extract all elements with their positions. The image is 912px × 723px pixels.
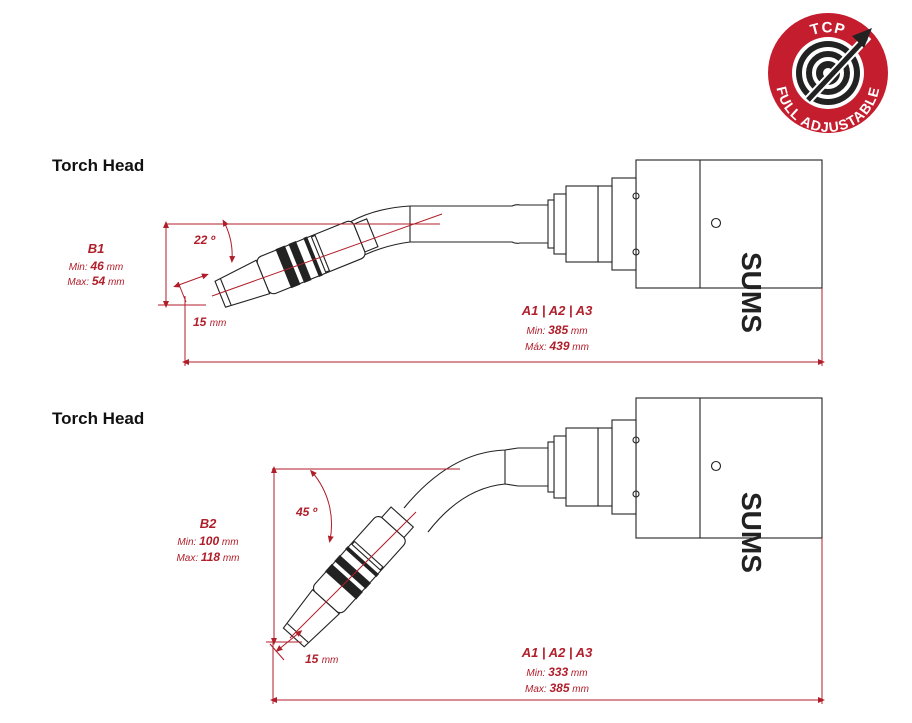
section1-heading: Torch Head [52, 156, 145, 175]
svg-text:Min: 46 mm: Min: 46 mm [69, 259, 124, 273]
logo-top-text: TCP [808, 19, 846, 39]
tcp-full-adjustable-logo: TCP FULL ADJUSTABLE [768, 13, 888, 135]
svg-text:Máx: 439 mm: Máx: 439 mm [525, 339, 589, 353]
section2-heading: Torch Head [52, 409, 145, 428]
svg-text:Max: 118 mm: Max: 118 mm [176, 550, 239, 564]
svg-text:A1 | A2 | A3: A1 | A2 | A3 [521, 303, 593, 318]
nozzle-offset-label-1: 15 mm [193, 315, 226, 329]
svg-text:Max: 54 mm: Max: 54 mm [67, 274, 124, 288]
svg-text:Min: 385 mm: Min: 385 mm [526, 323, 587, 337]
torch-drawing-2: SUMS [266, 397, 825, 704]
brand-logo-2: SUMS [736, 492, 767, 573]
brand-logo-1: SUMS [736, 252, 767, 333]
b2-dimension-label: B2 Min: 100 mm Max: 118 mm [176, 516, 239, 564]
svg-text:Min: 100 mm: Min: 100 mm [177, 534, 238, 548]
a-dimension-label-1: A1 | A2 | A3 Min: 385 mm Máx: 439 mm [521, 303, 593, 353]
svg-text:TCP: TCP [808, 19, 847, 39]
svg-text:B2: B2 [200, 516, 217, 531]
nozzle-offset-label-2: 15 mm [305, 652, 338, 666]
angle-label-1: 22 º [193, 233, 216, 247]
angle-label-2: 45 º [295, 505, 318, 519]
b1-dimension-label: B1 Min: 46 mm Max: 54 mm [67, 241, 124, 288]
svg-text:B1: B1 [88, 241, 105, 256]
svg-text:Max: 385 mm: Max: 385 mm [525, 681, 589, 695]
svg-text:Min: 333 mm: Min: 333 mm [526, 665, 587, 679]
svg-text:A1 | A2 | A3: A1 | A2 | A3 [521, 645, 593, 660]
a-dimension-label-2: A1 | A2 | A3 Min: 333 mm Max: 385 mm [521, 645, 593, 695]
torch-drawing-1: SUMS [158, 159, 825, 366]
